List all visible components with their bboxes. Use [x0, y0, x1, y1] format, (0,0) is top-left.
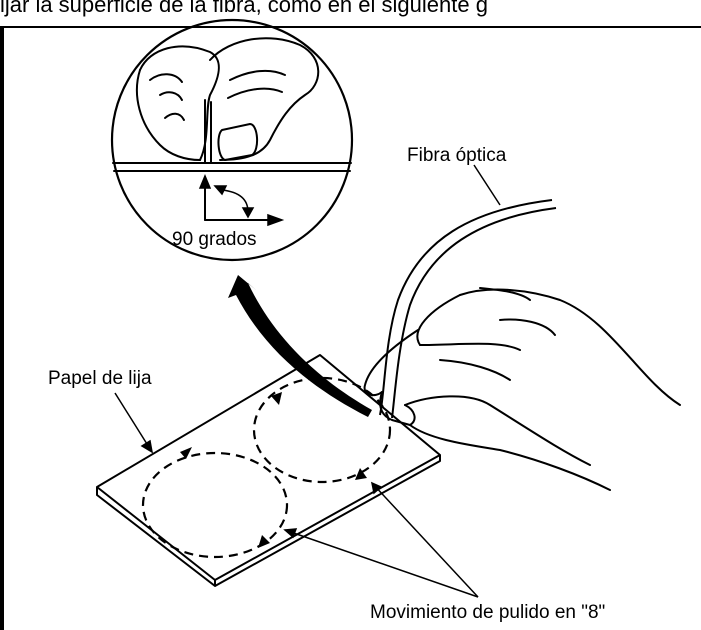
magnifier-circle: [112, 20, 352, 260]
motion-label: Movimiento de pulido en "8": [370, 602, 605, 624]
sandpaper-leader: [115, 393, 152, 452]
sandpaper-label: Papel de lija: [48, 368, 152, 390]
angle-arrows: [200, 176, 282, 225]
angle-label: 90 grados: [172, 229, 257, 251]
fiber-optic-cable: [380, 200, 556, 418]
fiber-leader: [474, 165, 500, 205]
fiber-optic-label: Fibra óptica: [407, 145, 506, 167]
